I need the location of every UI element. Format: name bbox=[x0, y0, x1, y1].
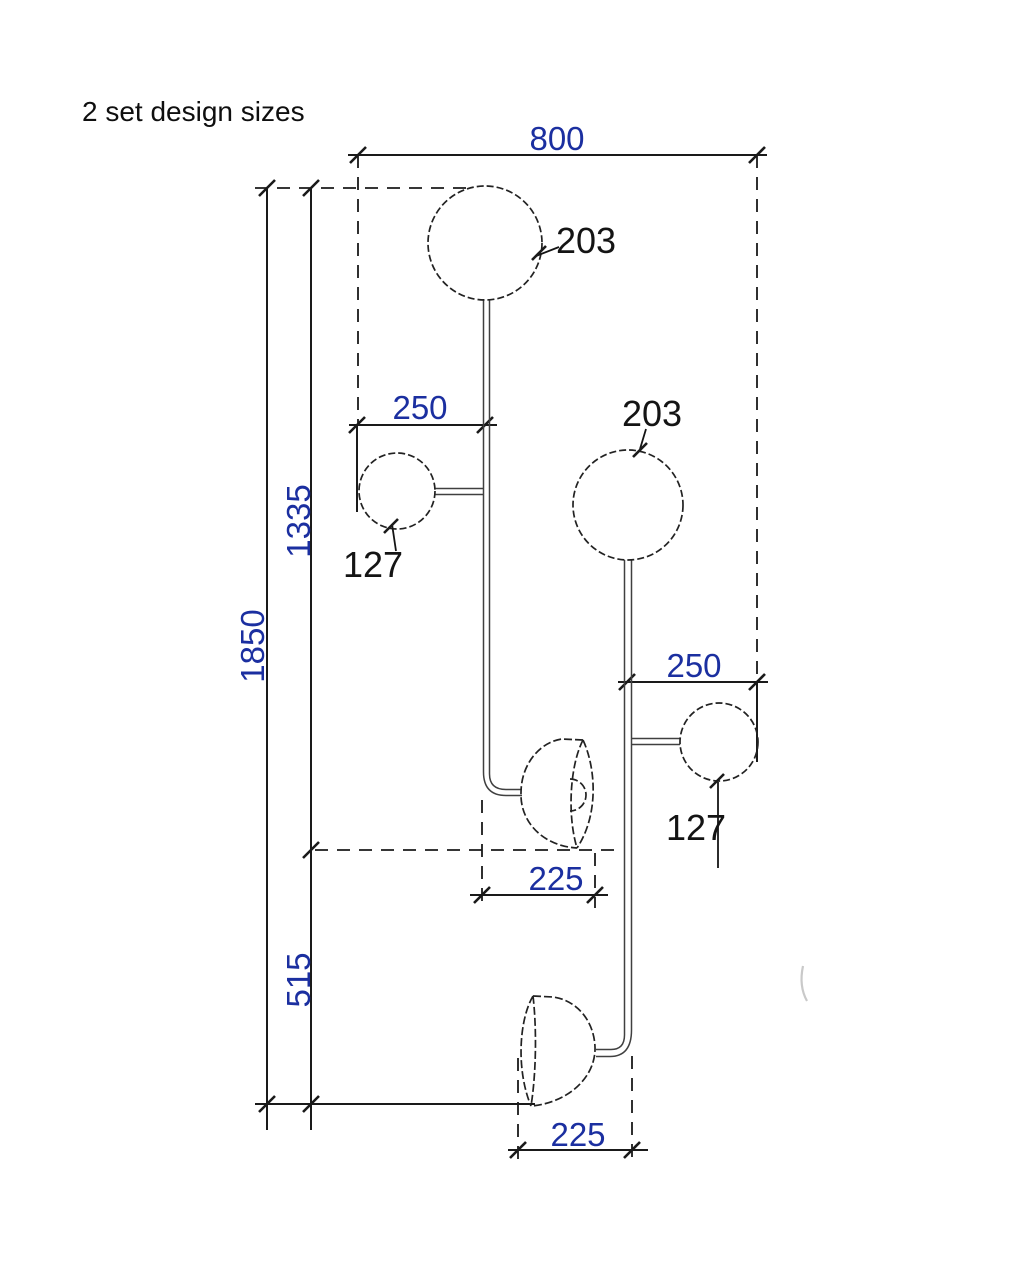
dim-250-left-text: 250 bbox=[392, 389, 447, 426]
leader-203-top bbox=[535, 246, 560, 257]
label-203-top: 203 bbox=[556, 220, 616, 261]
globe-right bbox=[572, 449, 684, 561]
globe-small-right bbox=[679, 702, 759, 782]
dim-800-text: 800 bbox=[529, 120, 584, 157]
shade-bottom-dome bbox=[531, 995, 596, 1107]
dim-1335-text: 1335 bbox=[280, 484, 317, 557]
pole-top-outer bbox=[482, 299, 522, 797]
leader-203-right bbox=[639, 428, 647, 450]
lamp-fixture bbox=[358, 185, 759, 1107]
pole-right-inner bbox=[596, 560, 626, 1051]
label-texts: 203 203 127 127 bbox=[343, 220, 726, 848]
leader-127-left bbox=[391, 523, 397, 552]
dim-225-mid-text: 225 bbox=[528, 860, 583, 897]
leader-lines bbox=[383, 245, 725, 868]
dimension-ticks bbox=[258, 146, 766, 1159]
shade-middle bbox=[520, 738, 594, 849]
scan-artifact-mark bbox=[800, 965, 808, 1002]
shade-middle-bulb bbox=[569, 778, 587, 812]
drawing-title: 2 set design sizes bbox=[82, 96, 305, 127]
label-127-right: 127 bbox=[666, 807, 726, 848]
pole-right-outer bbox=[596, 560, 633, 1058]
shade-bottom bbox=[520, 995, 596, 1107]
globe-small-left bbox=[358, 452, 436, 530]
label-127-left: 127 bbox=[343, 544, 403, 585]
shade-middle-rim-inner bbox=[570, 739, 584, 849]
dimension-texts: 800 250 250 225 225 1335 1850 515 bbox=[234, 120, 722, 1153]
shade-middle-dome bbox=[520, 738, 584, 849]
dim-225-bottom-text: 225 bbox=[550, 1116, 605, 1153]
dim-250-right-text: 250 bbox=[666, 647, 721, 684]
shade-bottom-rim-inner bbox=[530, 995, 537, 1107]
pole-top-inner bbox=[488, 299, 522, 791]
dimension-lines bbox=[255, 154, 768, 1151]
support-poles bbox=[435, 299, 680, 1058]
dim-515-text: 515 bbox=[280, 952, 317, 1007]
shade-middle-rim-outer bbox=[576, 739, 594, 849]
globe-top bbox=[427, 185, 543, 301]
dim-1850-text: 1850 bbox=[234, 609, 271, 682]
label-203-right: 203 bbox=[622, 393, 682, 434]
shade-bottom-rim-outer bbox=[520, 995, 534, 1107]
reference-lines bbox=[255, 155, 758, 1162]
